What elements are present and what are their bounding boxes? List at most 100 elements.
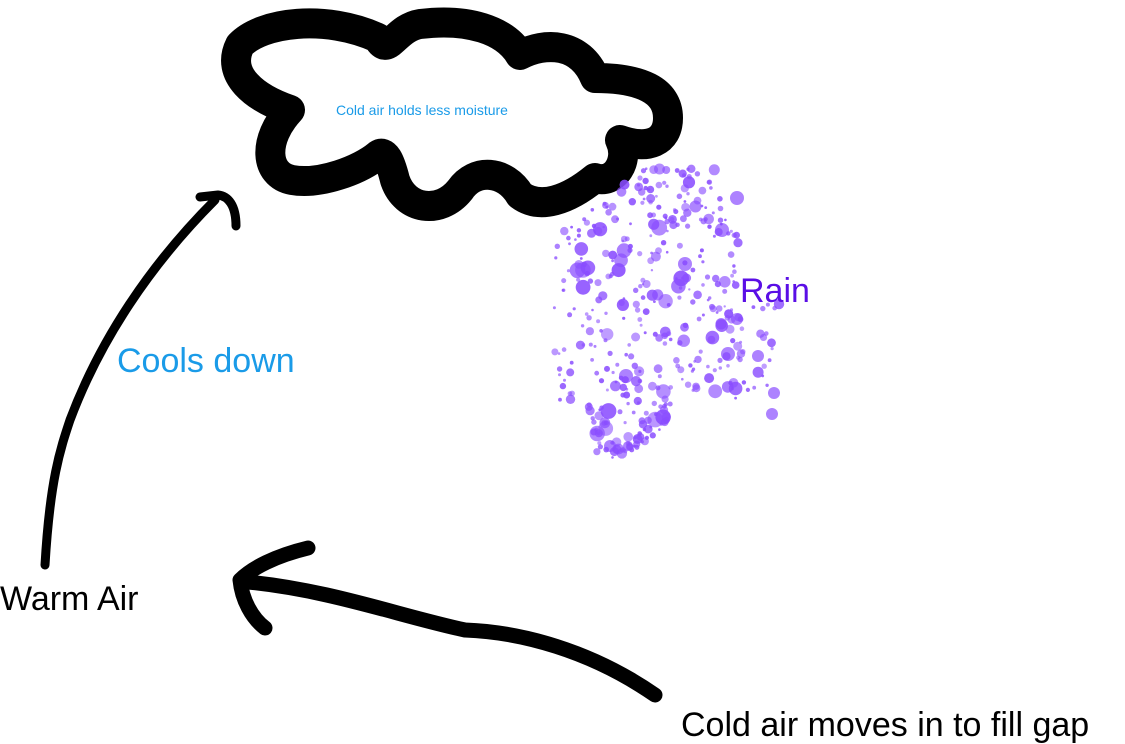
rain-drop xyxy=(662,166,671,174)
rain-drop xyxy=(628,198,636,206)
rain-drop xyxy=(568,242,571,246)
rain-drop xyxy=(668,385,673,390)
rain-drop xyxy=(628,353,635,360)
rain-drop xyxy=(604,440,616,452)
rain-drop xyxy=(658,294,673,309)
rain-drop xyxy=(554,243,560,249)
rain-drop xyxy=(648,199,653,205)
rain-drop xyxy=(688,363,693,368)
rain-drop xyxy=(566,235,571,241)
rain-drop xyxy=(669,216,675,222)
rain-drop xyxy=(604,365,610,372)
rain-drop xyxy=(717,357,723,363)
rain-drop xyxy=(715,311,719,314)
rain-drop xyxy=(690,299,696,305)
rain-drop xyxy=(637,251,643,257)
rain-drop xyxy=(634,384,644,394)
rain-drop xyxy=(732,280,735,283)
rain-drop xyxy=(574,260,584,269)
rain-drop xyxy=(712,274,720,283)
rain-drop xyxy=(681,173,687,178)
rain-drop xyxy=(690,267,696,273)
rain-drop xyxy=(706,364,710,369)
rain-drop xyxy=(687,164,696,173)
rain-drop xyxy=(594,279,602,287)
rain-drop xyxy=(727,251,735,258)
rain-drop xyxy=(582,217,587,222)
rain-drop xyxy=(586,315,592,321)
rain-drop xyxy=(766,408,778,420)
rain-drop xyxy=(767,358,772,363)
rain-drop xyxy=(686,167,690,171)
rain-drop xyxy=(647,411,663,428)
rain-drop xyxy=(731,313,743,325)
rain-drop xyxy=(637,401,640,405)
rain-drop xyxy=(647,212,653,219)
rain-drop xyxy=(631,376,642,387)
rain-drop xyxy=(566,368,575,377)
rain-drop xyxy=(694,355,702,364)
rain-drop xyxy=(729,229,733,233)
rain-drop xyxy=(643,185,648,191)
rain-drop xyxy=(704,206,708,210)
rain-drop xyxy=(690,369,695,373)
rain-drop xyxy=(569,360,574,365)
rain-drop xyxy=(605,205,609,209)
rain-drop xyxy=(685,223,691,229)
rain-drop xyxy=(611,456,614,459)
rain-drop xyxy=(590,358,594,362)
rain-drop xyxy=(653,364,663,374)
rain-drop xyxy=(665,250,669,254)
rain-drop xyxy=(731,281,740,289)
rain-drop xyxy=(683,200,687,203)
rain-drop xyxy=(558,397,562,402)
rain-drop xyxy=(619,383,627,392)
rain-drop xyxy=(626,401,630,406)
rain-drop xyxy=(773,298,785,310)
rain-drop xyxy=(598,378,605,384)
rain-drop xyxy=(561,278,567,284)
rain-drop xyxy=(562,288,566,292)
rain-drop xyxy=(712,234,716,238)
rain-drop xyxy=(590,416,595,421)
rain-drop xyxy=(736,355,741,360)
rain-drop xyxy=(709,186,713,190)
rain-drop xyxy=(640,295,646,300)
cools-down-label: Cools down xyxy=(117,342,295,380)
rain-drop xyxy=(631,362,638,369)
rain-drop xyxy=(551,348,559,356)
rain-drop xyxy=(584,312,589,316)
rain-drop xyxy=(594,429,603,438)
rain-drop xyxy=(567,312,573,318)
rain-drop xyxy=(770,347,774,351)
rain-drop xyxy=(655,334,663,342)
rain-drop xyxy=(650,269,654,272)
rain-drop xyxy=(733,341,743,351)
rain-drop xyxy=(734,396,737,400)
rain-drop xyxy=(724,315,731,321)
rain-drop xyxy=(598,408,602,412)
rain-drop xyxy=(677,340,683,346)
rain-drop xyxy=(616,243,632,258)
rain-drop xyxy=(622,297,626,300)
rain-drop xyxy=(693,196,702,205)
rain-drop xyxy=(649,234,653,238)
rain-drop xyxy=(651,219,668,236)
rain-drop xyxy=(637,378,643,384)
rain-drop xyxy=(584,402,593,411)
rain-drop xyxy=(667,401,673,407)
rain-drop xyxy=(765,302,770,307)
rain-drop xyxy=(595,296,603,304)
rain-drop xyxy=(752,385,757,390)
rain-drop xyxy=(623,391,631,399)
rain-drop xyxy=(655,194,658,198)
rain-drop xyxy=(591,308,594,312)
rain-drop xyxy=(642,308,650,315)
rain-drop xyxy=(708,164,720,176)
rain-drop xyxy=(593,448,601,456)
rain-drop xyxy=(620,392,626,398)
rain-drop xyxy=(643,410,649,416)
rain-drop xyxy=(652,331,658,337)
rain-drop xyxy=(761,363,767,369)
rain-drop xyxy=(649,432,656,439)
